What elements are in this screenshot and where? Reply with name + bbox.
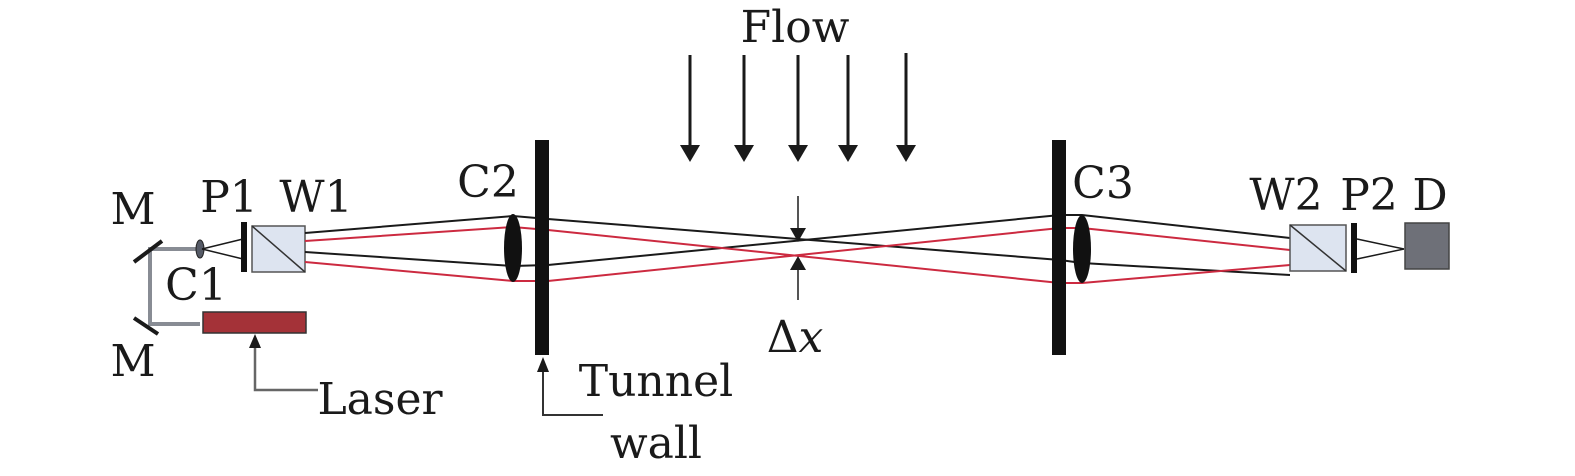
label-delta-symbol: Δ bbox=[767, 312, 799, 363]
flow-arrow bbox=[896, 53, 916, 162]
flow-label: Flow bbox=[741, 2, 850, 53]
mirror-path bbox=[148, 247, 200, 326]
wollaston-w2-icon bbox=[1289, 224, 1347, 272]
detector-icon bbox=[1404, 222, 1450, 270]
label-c3: C3 bbox=[1072, 158, 1134, 209]
label-w2: W2 bbox=[1249, 170, 1322, 221]
label-laser: Laser bbox=[317, 374, 443, 425]
tunnel-wall-pointer bbox=[537, 357, 603, 416]
beams-black bbox=[304, 214, 1291, 276]
label-mirror-bottom: M bbox=[110, 336, 155, 387]
label-mirror-top: M bbox=[110, 184, 155, 235]
label-w1: W1 bbox=[279, 172, 352, 223]
tunnel-wall-left bbox=[535, 140, 549, 355]
lens-c2-icon bbox=[504, 214, 522, 282]
tunnel-wall-right bbox=[1052, 140, 1066, 355]
mirror-top-icon bbox=[132, 239, 164, 264]
label-p2: P2 bbox=[1340, 170, 1398, 221]
flow-arrows bbox=[680, 53, 916, 162]
flow-arrow bbox=[734, 55, 754, 162]
flow-arrow bbox=[680, 55, 700, 162]
beams-red bbox=[304, 225, 1291, 284]
label-delta-var: x bbox=[798, 312, 823, 363]
label-detector: D bbox=[1412, 170, 1447, 221]
polarizer-p2-icon bbox=[1351, 223, 1357, 273]
flow-arrow bbox=[788, 55, 808, 162]
label-c1: C1 bbox=[165, 260, 227, 311]
lens-c3-icon bbox=[1073, 215, 1091, 283]
mirror-bottom-icon bbox=[132, 316, 160, 336]
flow-arrow bbox=[838, 55, 858, 162]
laser-icon bbox=[202, 311, 307, 334]
polarizer-p1-icon bbox=[241, 222, 247, 272]
label-tunnel: Tunnel bbox=[579, 356, 733, 407]
label-wall: wall bbox=[610, 418, 702, 469]
label-p1: P1 bbox=[200, 172, 258, 223]
wollaston-w1-icon bbox=[251, 225, 306, 273]
laser-pointer bbox=[249, 334, 318, 392]
label-delta-x: Δx bbox=[767, 312, 824, 363]
delta-x-markers bbox=[790, 196, 806, 300]
label-c2: C2 bbox=[457, 157, 519, 208]
